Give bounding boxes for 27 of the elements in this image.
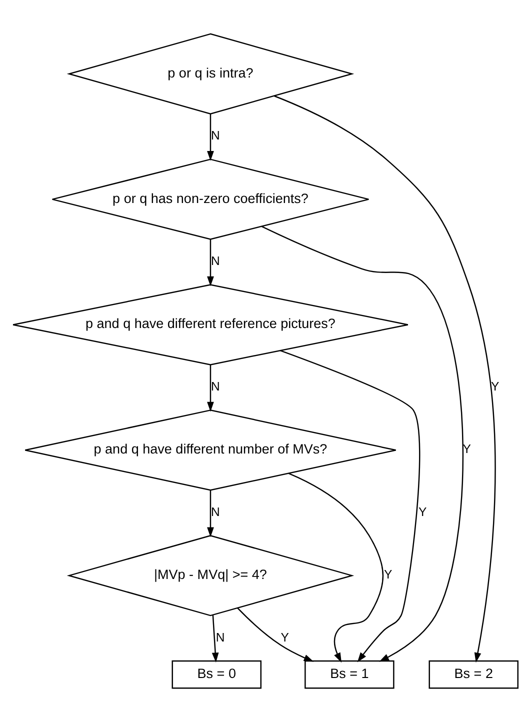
- arrow: [207, 114, 214, 161]
- node-diamond: p and q have different reference pictures?: [12, 284, 409, 366]
- arrow: [207, 490, 214, 538]
- edge-label: N: [210, 128, 220, 143]
- edge-label: N: [210, 504, 220, 519]
- edge-label: Y: [384, 568, 392, 582]
- edge-label: N: [210, 380, 220, 394]
- node-diamond: |MVp - MVq| >= 4?: [66, 534, 354, 616]
- edge-label: Y: [418, 504, 427, 519]
- edge-label: N: [210, 254, 220, 268]
- arrow: [261, 226, 464, 662]
- edge-label: Y: [280, 630, 289, 644]
- arrow: [207, 239, 214, 286]
- arrow: [288, 472, 384, 663]
- edge-label: Y: [491, 380, 500, 394]
- arrow: [237, 608, 314, 662]
- arrow: [212, 614, 219, 662]
- edge-label: N: [216, 630, 225, 644]
- node-box: Bs = 1: [304, 660, 394, 689]
- arrow: [274, 95, 496, 663]
- arrow: [280, 350, 420, 662]
- node-diamond: p and q have different number of MVs?: [24, 410, 396, 491]
- node-box: Bs = 2: [428, 660, 518, 689]
- arrow: [207, 364, 214, 412]
- node-diamond: p or q has non-zero coefficients?: [52, 158, 370, 240]
- node-box: Bs = 0: [172, 660, 262, 689]
- node-diamond: p or q is intra?: [66, 33, 354, 114]
